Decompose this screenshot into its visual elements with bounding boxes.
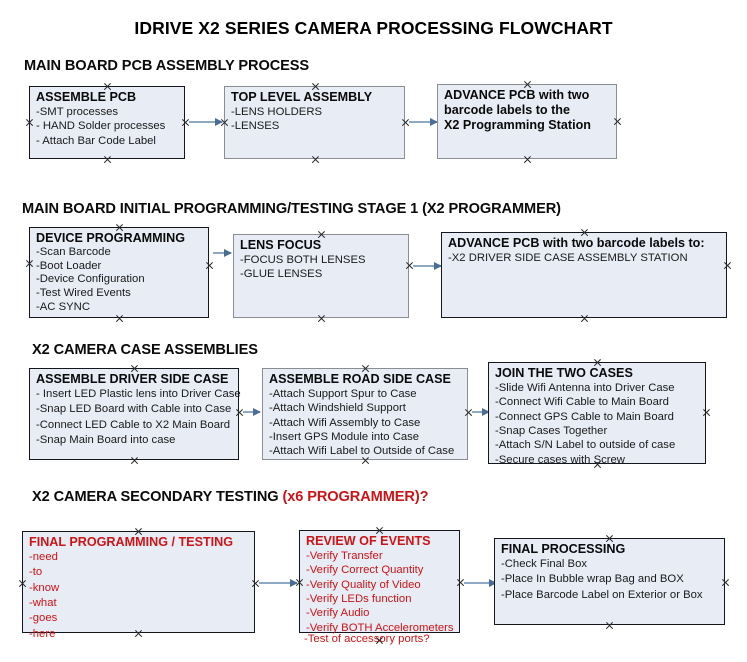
- arrow-driver-side-to-road-side: [243, 411, 260, 413]
- box-line: -Place In Bubble wrap Bag and BOX: [501, 573, 684, 586]
- box-line: -Slide Wifi Antenna into Driver Case: [495, 381, 675, 394]
- section-heading-text: X2 CAMERA SECONDARY TESTING: [32, 489, 283, 505]
- box-line: -Secure cases with Screw: [495, 453, 625, 466]
- box-line: -Attach Wifi Label to Outside of Case: [269, 445, 455, 458]
- box-line: -to: [29, 566, 43, 579]
- arrow-lens-focus-to-advance-pcb: [413, 265, 441, 267]
- box-final-programming-testing[interactable]: FINAL PROGRAMMING / TESTING -need -to -k…: [22, 531, 255, 640]
- box-line: -Attach Windshield Support: [269, 402, 406, 415]
- box-line: -Verify Quality of Video: [306, 578, 421, 591]
- box-line: -Verify Transfer: [306, 549, 383, 562]
- box-title: ASSEMBLE DRIVER SIDE CASE: [36, 372, 229, 386]
- section-heading-text: MAIN BOARD INITIAL PROGRAMMING/TESTING S…: [22, 201, 561, 217]
- box-line: -X2 DRIVER SIDE CASE ASSEMBLY STATION: [448, 251, 688, 264]
- box-final-processing[interactable]: FINAL PROCESSING -Check Final Box -Place…: [494, 538, 725, 625]
- box-line: -Boot Loader: [36, 259, 102, 272]
- box-top-level-assembly[interactable]: TOP LEVEL ASSEMBLY -LENS HOLDERS -LENSES: [224, 86, 405, 159]
- box-line: -Test Wired Events: [36, 287, 131, 300]
- box-device-programming[interactable]: DEVICE PROGRAMMING -Scan Barcode -Boot L…: [29, 227, 209, 318]
- section-heading-main-board-initial-programming: MAIN BOARD INITIAL PROGRAMMING/TESTING S…: [22, 201, 561, 217]
- box-line: -Connect GPS Cable to Main Board: [495, 410, 674, 423]
- box-line: -Scan Barcode: [36, 245, 111, 258]
- section-heading-text: X2 CAMERA CASE ASSEMBLIES: [32, 342, 258, 358]
- box-title: REVIEW OF EVENTS: [306, 534, 431, 548]
- arrow-device-programming-to-lens-focus: [213, 252, 231, 254]
- box-line: -Check Final Box: [501, 557, 588, 570]
- box-line: -what: [29, 596, 57, 609]
- box-title: ASSEMBLE ROAD SIDE CASE: [269, 372, 451, 386]
- box-title: ADVANCE PCB with two barcode labels to:: [448, 236, 705, 250]
- arrow-review-of-events-to-final-processing: [464, 582, 496, 584]
- box-line: -AC SYNC: [36, 300, 90, 313]
- box-line: -LENSES: [231, 120, 280, 133]
- box-line: barcode labels to the: [444, 102, 570, 117]
- box-join-the-two-cases[interactable]: JOIN THE TWO CASES -Slide Wifi Antenna i…: [488, 362, 706, 466]
- box-lens-focus[interactable]: LENS FOCUS -FOCUS BOTH LENSES -GLUE LENS…: [233, 234, 409, 318]
- arrow-road-side-to-join-cases: [472, 411, 489, 413]
- box-line: -Snap Main Board into case: [36, 433, 176, 446]
- box-advance-pcb-driver-side-case[interactable]: ADVANCE PCB with two barcode labels to: …: [441, 232, 727, 318]
- box-title: ADVANCE PCB with two: [444, 88, 590, 102]
- section-heading-x2-camera-secondary-testing: X2 CAMERA SECONDARY TESTING (x6 PROGRAMM…: [32, 489, 429, 505]
- box-title: JOIN THE TWO CASES: [495, 366, 633, 380]
- box-title: DEVICE PROGRAMMING: [36, 231, 186, 245]
- box-line: - HAND Solder processes: [36, 120, 166, 133]
- box-line: -Device Configuration: [36, 273, 145, 286]
- box-line: -Verify BOTH Accelerometers: [306, 621, 454, 634]
- section-heading-text: MAIN BOARD PCB ASSEMBLY PROCESS: [24, 58, 310, 74]
- box-title: LENS FOCUS: [240, 238, 322, 252]
- box-line: - Insert LED Plastic lens into Driver Ca…: [36, 387, 241, 400]
- box-line: -Attach S/N Label to outside of case: [495, 439, 676, 452]
- box-title: FINAL PROGRAMMING / TESTING: [29, 535, 234, 549]
- box-line: -Attach Wifi Assembly to Case: [269, 416, 421, 429]
- section-heading-main-board-pcb-assembly: MAIN BOARD PCB ASSEMBLY PROCESS: [24, 58, 309, 74]
- box-line: -Connect LED Cable to X2 Main Board: [36, 418, 231, 431]
- box-line: -SMT processes: [36, 105, 119, 118]
- box-line: - Attach Bar Code Label: [36, 134, 156, 147]
- box-line: -here: [29, 627, 56, 640]
- arrow-assemble-pcb-to-top-level-assembly: [189, 121, 222, 123]
- box-line: -GLUE LENSES: [240, 268, 323, 281]
- box-line: -Verify Audio: [306, 607, 370, 620]
- box-assemble-road-side-case[interactable]: ASSEMBLE ROAD SIDE CASE -Attach Support …: [262, 368, 468, 460]
- box-assemble-pcb[interactable]: ASSEMBLE PCB -SMT processes - HAND Solde…: [29, 86, 185, 159]
- box-line: -Place Barcode Label on Exterior or Box: [501, 588, 703, 601]
- box-line: -Connect Wifi Cable to Main Board: [495, 396, 669, 409]
- box-advance-pcb-programming-station[interactable]: ADVANCE PCB with two barcode labels to t…: [437, 84, 617, 159]
- box-assemble-driver-side-case[interactable]: ASSEMBLE DRIVER SIDE CASE - Insert LED P…: [29, 368, 241, 460]
- page-title: IDRIVE X2 SERIES CAMERA PROCESSING FLOWC…: [134, 18, 613, 38]
- box-line: -Snap Cases Together: [495, 424, 608, 437]
- box-line: -LENS HOLDERS: [231, 105, 323, 118]
- box-title: ASSEMBLE PCB: [36, 90, 137, 104]
- arrow-top-level-assembly-to-advance-pcb: [409, 121, 437, 123]
- box-line: -Insert GPS Module into Case: [269, 430, 420, 443]
- box-title: FINAL PROCESSING: [501, 542, 626, 556]
- section-heading-accent: (x6 PROGRAMMER)?: [282, 489, 429, 505]
- box-review-of-events[interactable]: REVIEW OF EVENTS -Verify Transfer -Verif…: [299, 530, 460, 634]
- arrow-final-programming-to-review-of-events: [259, 582, 297, 584]
- box-title: TOP LEVEL ASSEMBLY: [231, 90, 373, 104]
- box-line: -goes: [29, 612, 58, 625]
- box-line: -need: [29, 550, 58, 563]
- box-line: -Snap LED Board with Cable into Case: [36, 403, 232, 416]
- box-line: -FOCUS BOTH LENSES: [240, 253, 366, 266]
- section-heading-x2-camera-case-assemblies: X2 CAMERA CASE ASSEMBLIES: [32, 342, 258, 358]
- box-line: X2 Programming Station: [444, 117, 591, 132]
- box-line-overflow: -Test of accessory ports?: [304, 633, 430, 645]
- box-line: -Verify Correct Quantity: [306, 564, 424, 577]
- box-line: -Verify LEDs function: [306, 592, 412, 605]
- box-line: -know: [29, 581, 60, 594]
- box-line: -Attach Support Spur to Case: [269, 387, 417, 400]
